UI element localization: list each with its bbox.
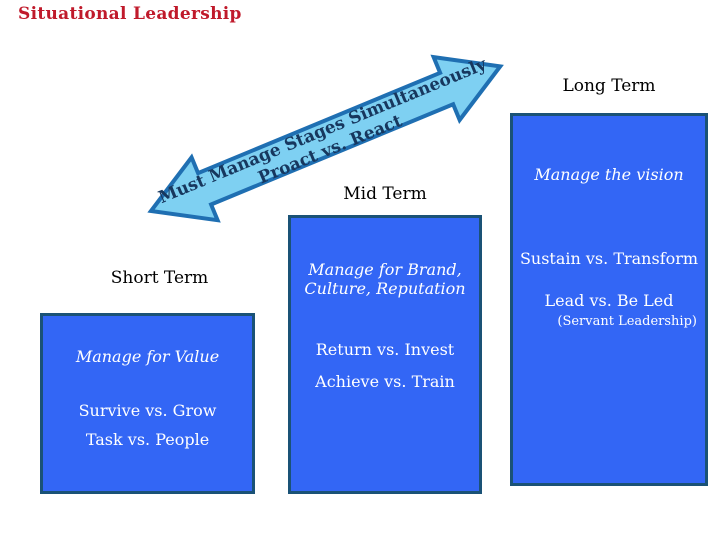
box-text-line: Manage for Value [75, 347, 220, 366]
box-text-line: Survive vs. Grow [78, 401, 217, 420]
column-label-long-term: Long Term [562, 76, 656, 96]
box-short-term: Manage for Value Survive vs. Grow Task v… [40, 313, 255, 494]
box-text-line: Manage for Brand, [308, 260, 462, 279]
arrow-text-line2: Proact vs. React [255, 111, 405, 188]
column-label-mid-term: Mid Term [343, 184, 427, 204]
box-text-line: Task vs. People [85, 430, 210, 449]
box-text-line: Lead vs. Be Led [544, 291, 674, 310]
box-text-line: Culture, Reputation [304, 279, 466, 298]
box-mid-term: Manage for Brand, Culture, Reputation Re… [288, 215, 482, 494]
box-text-line: Achieve vs. Train [315, 372, 455, 391]
slide-title: Situational Leadership [18, 4, 242, 24]
box-text-line: Sustain vs. Transform [519, 249, 699, 268]
box-text-line: (Servant Leadership) [557, 314, 697, 329]
box-text-line: Manage the vision [534, 165, 684, 184]
column-label-short-term: Short Term [110, 268, 209, 288]
box-text-line: Return vs. Invest [315, 340, 455, 359]
box-long-term: Manage the vision Sustain vs. Transform … [510, 113, 708, 486]
double-arrow-shape [147, 54, 504, 223]
